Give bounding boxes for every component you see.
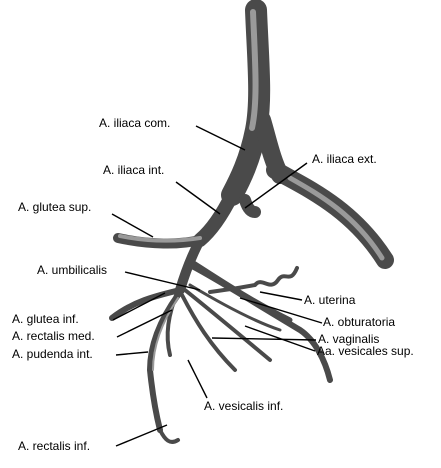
label-umbilicalis: A. umbilicalis xyxy=(37,264,107,277)
label-rectalis-med: A. rectalis med. xyxy=(12,330,95,343)
label-iliaca-int: A. iliaca int. xyxy=(103,164,164,177)
leader-iliaca-com xyxy=(196,126,245,150)
label-rectalis-inf: A. rectalis inf. xyxy=(18,440,90,453)
leader-iliaca-int xyxy=(176,182,220,214)
leader-glutea-inf xyxy=(113,293,165,320)
label-iliaca-ext: A. iliaca ext. xyxy=(312,153,377,166)
leader-vesicalis-inf xyxy=(188,360,207,398)
label-vesicalis-inf: A. vesicalis inf. xyxy=(204,400,283,413)
label-uterina: A. uterina xyxy=(304,294,355,307)
label-pudenda-int: A. pudenda int. xyxy=(12,348,93,361)
label-obturatoria: A. obturatoria xyxy=(323,316,395,329)
label-vesicales-sup: Aa. vesicales sup. xyxy=(317,345,414,358)
label-glutea-inf: A. glutea inf. xyxy=(12,313,79,326)
leader-rectalis-inf xyxy=(116,425,167,446)
label-glutea-sup: A. glutea sup. xyxy=(18,201,91,214)
label-iliaca-com: A. iliaca com. xyxy=(99,117,170,130)
leader-vaginalis xyxy=(212,338,316,340)
leader-uterina xyxy=(260,292,302,300)
leader-pudenda-int xyxy=(116,352,148,355)
vessel-shadows xyxy=(112,10,385,442)
